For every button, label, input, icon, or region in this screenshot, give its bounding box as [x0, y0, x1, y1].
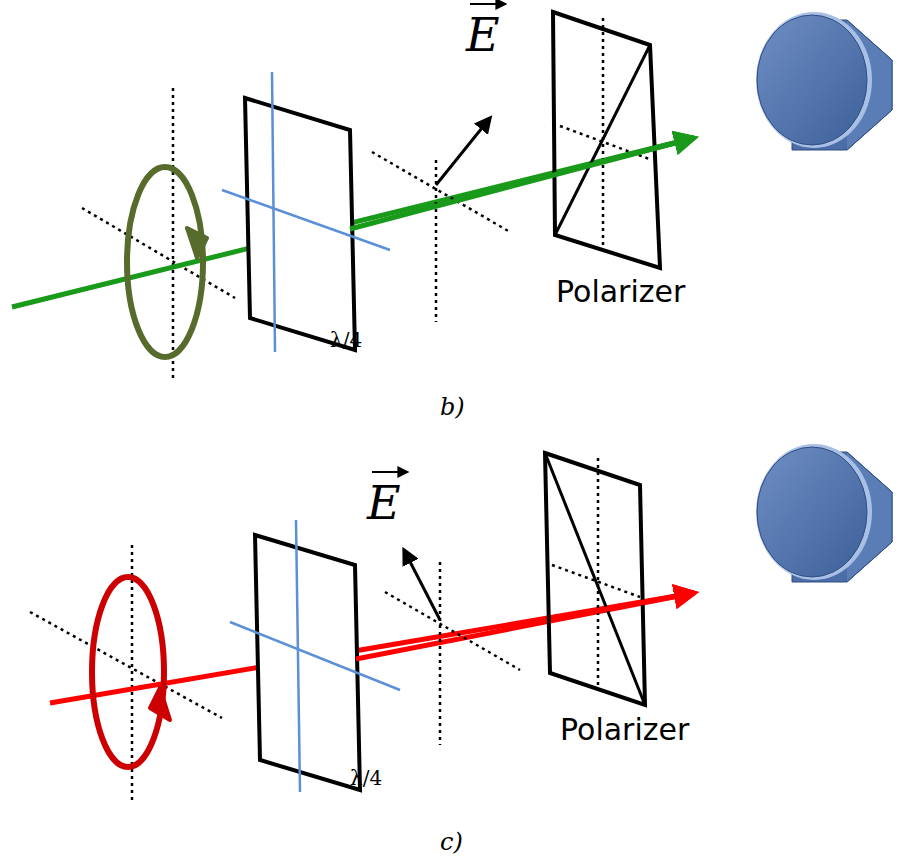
waveplate-label: λ/4 — [330, 330, 362, 350]
field-vector-label: E — [466, 12, 500, 58]
field-vector-label: E — [367, 480, 401, 526]
waveplate-label: λ/4 — [350, 768, 382, 788]
polarizer-label: Polarizer — [556, 277, 685, 307]
panel-label: b) — [440, 395, 465, 419]
panel-label: c) — [440, 830, 463, 854]
panel-b — [12, 4, 892, 380]
polarizer-label: Polarizer — [560, 715, 689, 745]
panel-c — [30, 444, 892, 800]
